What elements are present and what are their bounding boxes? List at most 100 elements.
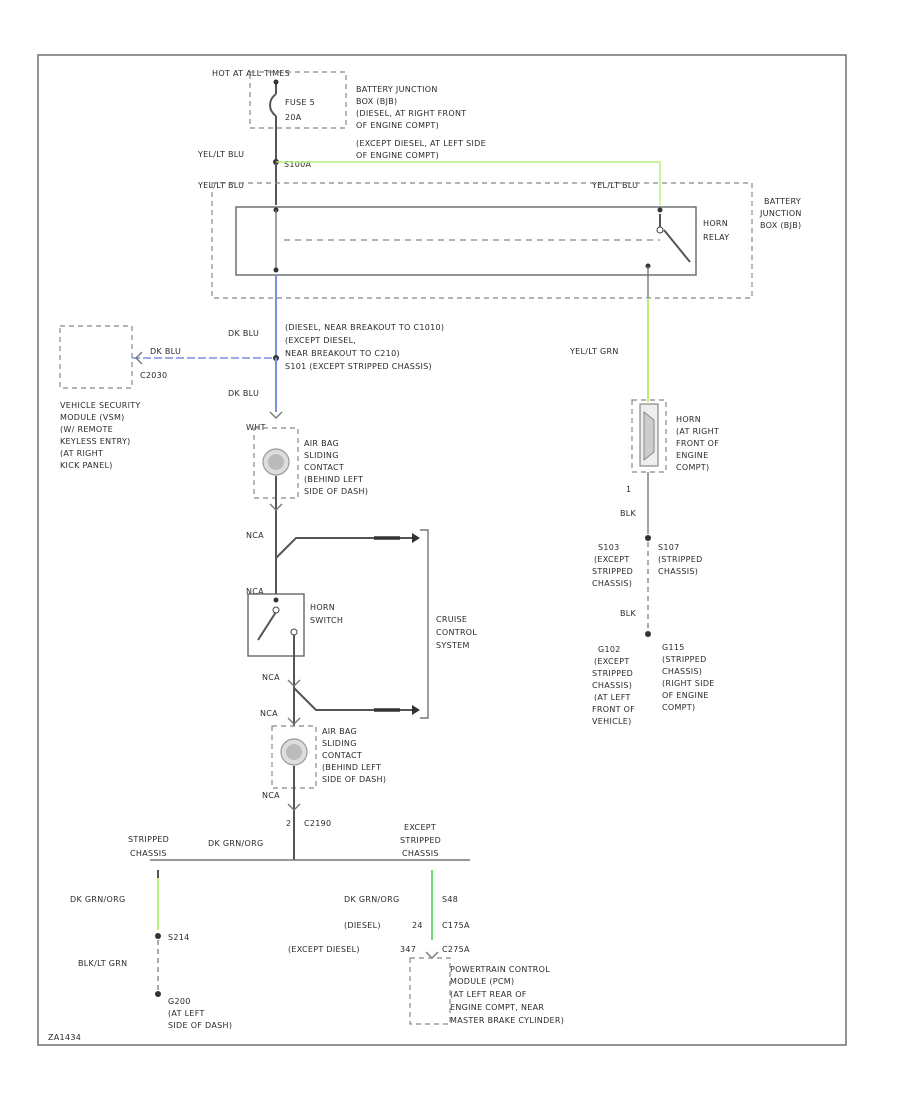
- label-pin-s48: S48: [442, 895, 458, 904]
- connector-airbag1-top: [269, 411, 283, 419]
- label-blk-lt-grn: BLK/LT GRN: [78, 959, 127, 968]
- horn-switch-pin-top: [273, 597, 279, 603]
- label-ab2-1: AIR BAG: [322, 727, 357, 736]
- label-horn-relay-2: RELAY: [703, 233, 730, 242]
- label-g115-5: OF ENGINE: [662, 691, 709, 700]
- label-ab1-3: CONTACT: [304, 463, 344, 472]
- connector-horn-switch-bottom: [287, 679, 301, 687]
- label-ab2-5: SIDE OF DASH): [322, 775, 386, 784]
- label-bjb-4: OF ENGINE COMPT): [356, 121, 439, 130]
- label-except-1: EXCEPT: [404, 823, 436, 832]
- horn-switch-contact: [272, 606, 280, 614]
- label-c275a: C275A: [442, 945, 470, 954]
- label-dk-blu-3: DK BLU: [228, 389, 259, 398]
- label-dk-grn-org-2: DK GRN/ORG: [70, 895, 125, 904]
- label-bjb-5: (EXCEPT DIESEL, AT LEFT SIDE: [356, 139, 486, 148]
- connector-airbag1-bottom: [269, 503, 283, 511]
- label-hot-at-all-times: HOT AT ALL TIMES: [212, 69, 290, 78]
- vsm-box: [59, 325, 133, 389]
- label-g102-7: VEHICLE): [592, 717, 632, 726]
- label-bjb-2: BOX (BJB): [356, 97, 397, 106]
- label-g115-2: (STRIPPED: [662, 655, 707, 664]
- label-g102-6: FRONT OF: [592, 705, 635, 714]
- label-yel-lt-blu-1: YEL/LT BLU: [197, 150, 244, 159]
- label-pin-2: 2: [286, 819, 291, 828]
- horn-switch-box: [247, 593, 305, 657]
- label-nca-4: NCA: [260, 709, 278, 718]
- label-dk-blu-note-3: NEAR BREAKOUT TO C210): [285, 349, 400, 358]
- label-s107-3: CHASSIS): [658, 567, 698, 576]
- fuse-icon: [269, 93, 277, 117]
- label-pcm-3: (AT LEFT REAR OF: [450, 990, 527, 999]
- label-vsm-3: (W/ REMOTE: [60, 425, 113, 434]
- pcm-box: [409, 957, 451, 1025]
- label-horn-switch-1: HORN: [310, 603, 335, 612]
- label-horn-4: ENGINE: [676, 451, 708, 460]
- label-ab2-3: CONTACT: [322, 751, 362, 760]
- splice-s103: [645, 535, 651, 541]
- horn-switch-pin-bottom: [290, 628, 298, 636]
- relay-pin-left-bottom: [273, 267, 279, 273]
- connector-airbag2-top: [287, 717, 301, 725]
- label-blk-1: BLK: [620, 509, 637, 518]
- label-pcm-2: MODULE (PCM): [450, 977, 514, 986]
- label-g115-6: COMPT): [662, 703, 695, 712]
- label-vsm-1: VEHICLE SECURITY: [60, 401, 141, 410]
- label-ab2-2: SLIDING: [322, 739, 357, 748]
- label-c175a: C175A: [442, 921, 470, 930]
- label-stripped-2: CHASSIS: [130, 849, 167, 858]
- label-vsm-2: MODULE (VSM): [60, 413, 125, 422]
- connector-c2190: [287, 803, 301, 811]
- horn-box: [631, 399, 667, 473]
- ground-g200: [155, 991, 161, 997]
- label-vsm-4: KEYLESS ENTRY): [60, 437, 131, 446]
- cruise-control-bracket: [420, 529, 429, 719]
- label-g102-2: (EXCEPT: [594, 657, 630, 666]
- label-horn-pin: 1: [626, 485, 631, 494]
- label-horn-3: FRONT OF: [676, 439, 719, 448]
- horn-icon-bell: [643, 410, 655, 462]
- label-dk-blu-note-1: (DIESEL, NEAR BREAKOUT TO C1010): [285, 323, 444, 332]
- label-ab1-2: SLIDING: [304, 451, 339, 460]
- label-dk-blu-2: DK BLU: [150, 347, 181, 356]
- label-yel-lt-grn: YEL/LT GRN: [569, 347, 619, 356]
- label-fuse-amps: 20A: [285, 113, 302, 122]
- bjb-box: [211, 182, 753, 299]
- label-bjb-6: OF ENGINE COMPT): [356, 151, 439, 160]
- label-s103-4: CHASSIS): [592, 579, 632, 588]
- label-s100a: S100A: [284, 160, 312, 169]
- label-except-2: STRIPPED: [400, 836, 441, 845]
- relay-switch-blade: [663, 229, 691, 263]
- label-yel-lt-blu-3: YEL/LT BLU: [591, 181, 638, 190]
- diagram-frame: [37, 54, 847, 1046]
- label-pcm-4: ENGINE COMPT, NEAR: [450, 1003, 544, 1012]
- connector-pcm: [425, 951, 439, 959]
- label-pcm-1: POWERTRAIN CONTROL: [450, 965, 550, 974]
- label-horn-switch-2: SWITCH: [310, 616, 343, 625]
- label-bjb-1: BATTERY JUNCTION: [356, 85, 438, 94]
- label-pin-24: 24: [412, 921, 423, 930]
- label-fuse: FUSE 5: [285, 98, 315, 107]
- ground-g102: [645, 631, 651, 637]
- airbag-contact-1-inner: [268, 454, 284, 470]
- label-cruise-3: SYSTEM: [436, 641, 470, 650]
- label-horn-2: (AT RIGHT: [676, 427, 719, 436]
- label-nca-3: NCA: [262, 673, 280, 682]
- label-c2190: C2190: [304, 819, 331, 828]
- relay-switch-pin: [656, 226, 664, 234]
- arrow-cruise-2: [412, 705, 420, 715]
- label-g102-5: (AT LEFT: [594, 693, 631, 702]
- label-g115-1: G115: [662, 643, 685, 652]
- wire-cruise-branch-1: [275, 537, 414, 559]
- label-dk-grn-org-1: DK GRN/ORG: [208, 839, 263, 848]
- label-pcm-5: MASTER BRAKE CYLINDER): [450, 1016, 564, 1025]
- label-stripped-1: STRIPPED: [128, 835, 169, 844]
- wire-yel-lt-blu-to-relay: [276, 161, 661, 205]
- label-ab1-5: SIDE OF DASH): [304, 487, 368, 496]
- label-g102-1: G102: [598, 645, 621, 654]
- label-horn-5: COMPT): [676, 463, 709, 472]
- label-g102-3: STRIPPED: [592, 669, 633, 678]
- label-vsm-6: KICK PANEL): [60, 461, 113, 470]
- label-dk-blu-1: DK BLU: [228, 329, 259, 338]
- label-bjb-right-3: BOX (BJB): [760, 221, 801, 230]
